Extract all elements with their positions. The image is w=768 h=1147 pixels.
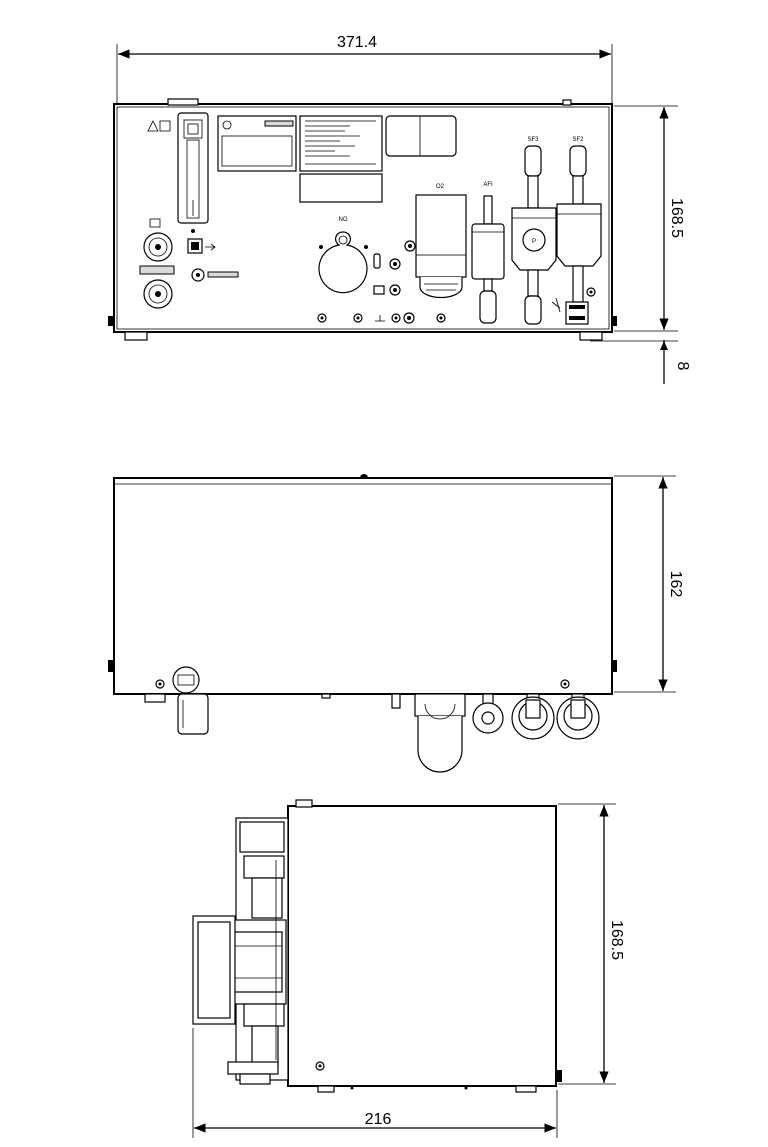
indicator-lamp: [373, 253, 381, 269]
p-icon: [522, 228, 546, 252]
connector-label-icon: [149, 218, 161, 228]
o2-label: O2: [436, 184, 445, 190]
no-label: NO: [339, 217, 348, 223]
side-front-components: [192, 817, 289, 1085]
ground-icon: [375, 315, 385, 322]
blank-plate: [299, 173, 383, 203]
top-depth-label: 162: [667, 571, 684, 598]
foot-height-label: 8: [674, 362, 691, 371]
afi-filter: [471, 195, 505, 324]
top-o2-sensor: [414, 693, 466, 773]
flowmeter: [177, 112, 209, 224]
side-depth-dimension: 216: [192, 1028, 558, 1138]
svg-text:P: P: [532, 239, 536, 245]
display-window: [385, 115, 457, 157]
side-housing: [287, 805, 557, 1087]
top-view: 162: [108, 474, 684, 773]
sf3-label: SF3: [527, 137, 539, 143]
side-view: 168.5 216: [192, 799, 625, 1138]
side-depth-label: 216: [365, 1111, 392, 1128]
top-sf2-cap: [556, 693, 600, 740]
sf2-filter: [551, 145, 602, 325]
top-housing: [113, 477, 613, 695]
sf3-filter: P: [511, 145, 557, 325]
usb-icon: [205, 243, 216, 251]
front-height-dimension: 168.5: [614, 105, 685, 332]
warning-icon: [147, 120, 171, 132]
info-plate: [299, 115, 383, 172]
front-width-dimension: 371.4: [116, 34, 613, 104]
front-housing: [113, 103, 613, 333]
o2-sensor: [415, 194, 467, 299]
front-height-label: 168.5: [668, 198, 685, 238]
top-depth-dimension: 162: [614, 475, 684, 693]
no-port-flange: [318, 231, 368, 294]
foot-height-dimension: 8: [590, 340, 691, 384]
front-width-label: 371.4: [337, 34, 377, 51]
top-afi-cap: [472, 693, 504, 734]
side-height-label: 168.5: [608, 920, 625, 960]
sf2-label: SF2: [572, 137, 584, 143]
connector-label-bottom: [139, 265, 175, 275]
top-sf3-cap: [511, 693, 555, 740]
drain-icon: [551, 297, 561, 313]
top-flowmeter-knob: [172, 666, 209, 735]
side-height-dimension: 168.5: [558, 803, 625, 1085]
afi-label: AFI: [483, 182, 493, 188]
front-view: 371.4 168.5 8: [108, 34, 691, 384]
